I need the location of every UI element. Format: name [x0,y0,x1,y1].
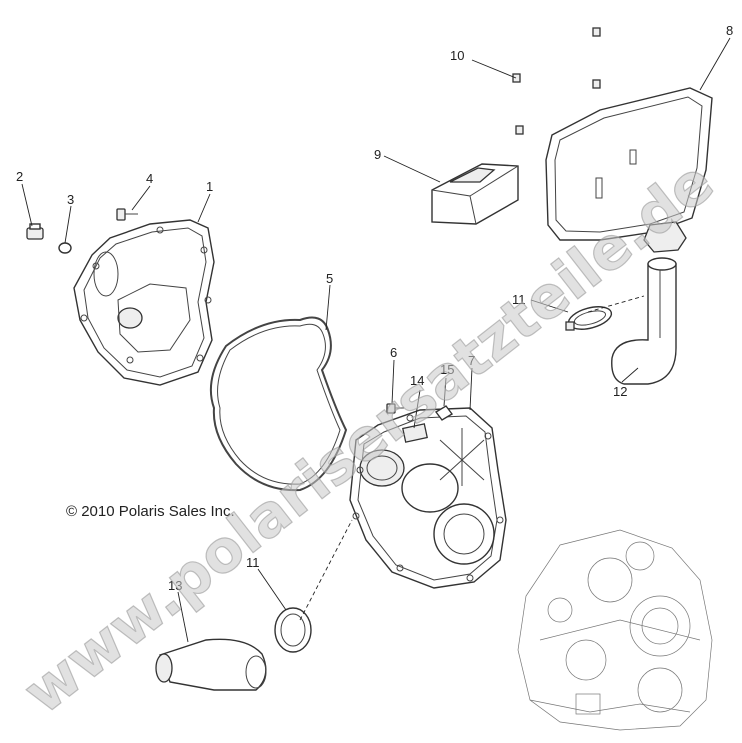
inner-clutch-housing-part [349,407,507,589]
air-box-part [545,87,713,253]
hose-clamp-lower-part [274,607,312,653]
callout-1: 1 [206,179,213,194]
callout-11-lower: 11 [246,555,260,570]
hose-clamp-upper-part [565,306,613,331]
leader-lines [21,37,731,643]
callout-9: 9 [374,147,381,162]
callout-12: 12 [613,384,627,399]
callout-7: 7 [468,353,475,368]
copyright-notice: © 2010 Polaris Sales Inc. [66,503,235,520]
callout-13: 13 [168,578,182,593]
callout-4: 4 [146,171,153,186]
housing-decal-part [402,423,428,443]
callout-6: 6 [390,345,397,360]
air-box-screw-part [512,27,601,135]
callout-labels: 1 2 3 4 5 6 7 8 9 10 11 11 12 13 14 15 [16,23,733,593]
outer-clutch-cover-part [73,219,215,386]
cover-seal-part [209,316,348,492]
housing-screw-part [386,403,404,414]
reference-engine-illustration [517,529,713,731]
outlet-duct-part [155,638,267,691]
callout-14: 14 [410,373,424,388]
callout-8: 8 [726,23,733,38]
callout-15: 15 [440,362,454,377]
callout-10: 10 [450,48,464,63]
cover-screw-part [116,208,138,221]
foam-block-part [431,163,519,225]
watermark-text: www.polarisersatzteile.de [11,147,726,727]
callout-11-upper: 11 [512,292,526,307]
intake-duct-part [611,257,677,385]
connector-dashed-lines [299,295,645,621]
drain-plug-part [26,223,44,240]
o-ring-part [58,242,72,254]
callout-2: 2 [16,169,23,184]
small-plate-part [434,405,454,421]
callout-3: 3 [67,192,74,207]
callout-5: 5 [326,271,333,286]
